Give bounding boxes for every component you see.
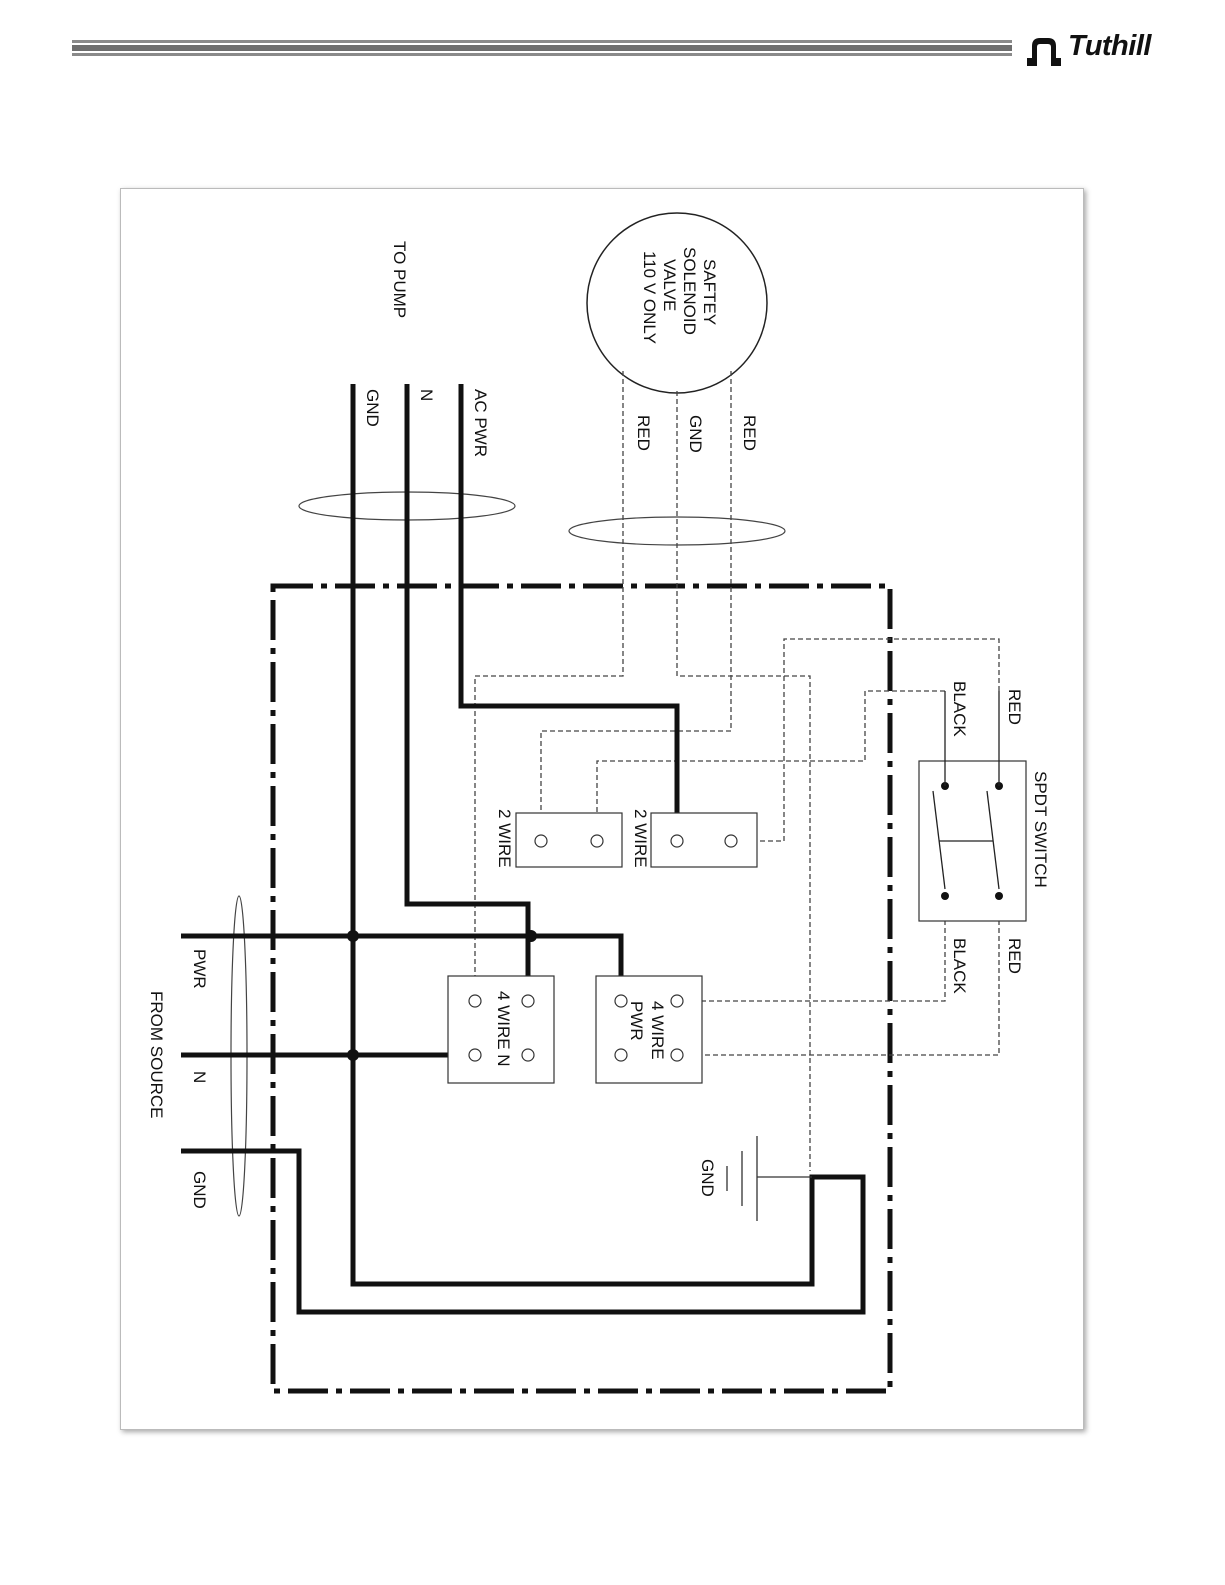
terminal-2wire-a-label: 2 WIRE: [495, 809, 514, 868]
switch-red-bottom: RED: [1005, 938, 1024, 974]
source-n-label: N: [190, 1071, 209, 1083]
svg-text:SAFTEY: SAFTEY: [700, 259, 719, 325]
solenoid-wire-red-a: RED: [634, 415, 653, 451]
brand-name: Tuthill: [1068, 30, 1151, 63]
ground-symbol-label: GND: [698, 1159, 717, 1197]
pump-wire-n: N: [417, 389, 436, 401]
source-gnd-label: GND: [190, 1171, 209, 1209]
switch-red-top: RED: [1005, 689, 1024, 725]
spdt-switch: [919, 691, 1026, 921]
terminal-2wire-b: [651, 813, 757, 867]
solenoid-wire-gnd: GND: [686, 415, 705, 453]
terminal-4wire-n-label: 4 WIRE N: [494, 991, 513, 1067]
header-rule: [72, 38, 1012, 60]
brand: Tuthill: [1024, 30, 1174, 70]
terminal-2wire-a: [516, 813, 622, 867]
switch-black-top: BLACK: [950, 681, 969, 737]
svg-text:110 V ONLY: 110 V ONLY: [640, 251, 659, 344]
terminal-2wire-b-label: 2 WIRE: [631, 809, 650, 868]
source-pwr-label: PWR: [190, 949, 209, 989]
tuthill-logo-icon: [1024, 32, 1064, 70]
terminal-4wire-pwr-label-1: 4 WIRE: [648, 1001, 667, 1060]
svg-text:VALVE: VALVE: [660, 259, 679, 311]
switch-title: SPDT SWITCH: [1031, 771, 1050, 888]
pump-wire-gnd: GND: [363, 389, 382, 427]
terminal-4wire-pwr-label-2: PWR: [627, 1001, 646, 1041]
source-title: FROM SOURCE: [147, 991, 166, 1119]
svg-text:SOLENOID: SOLENOID: [680, 247, 699, 335]
switch-black-bottom: BLACK: [950, 938, 969, 994]
wiring-diagram: SAFTEY SOLENOID VALVE 110 V ONLY RED GND…: [120, 188, 1084, 1430]
ground-icon: [727, 1136, 812, 1221]
to-pump-label: TO PUMP: [390, 241, 409, 318]
pump-wire-ac-pwr: AC PWR: [471, 389, 490, 457]
solenoid-wire-red-b: RED: [740, 415, 759, 451]
